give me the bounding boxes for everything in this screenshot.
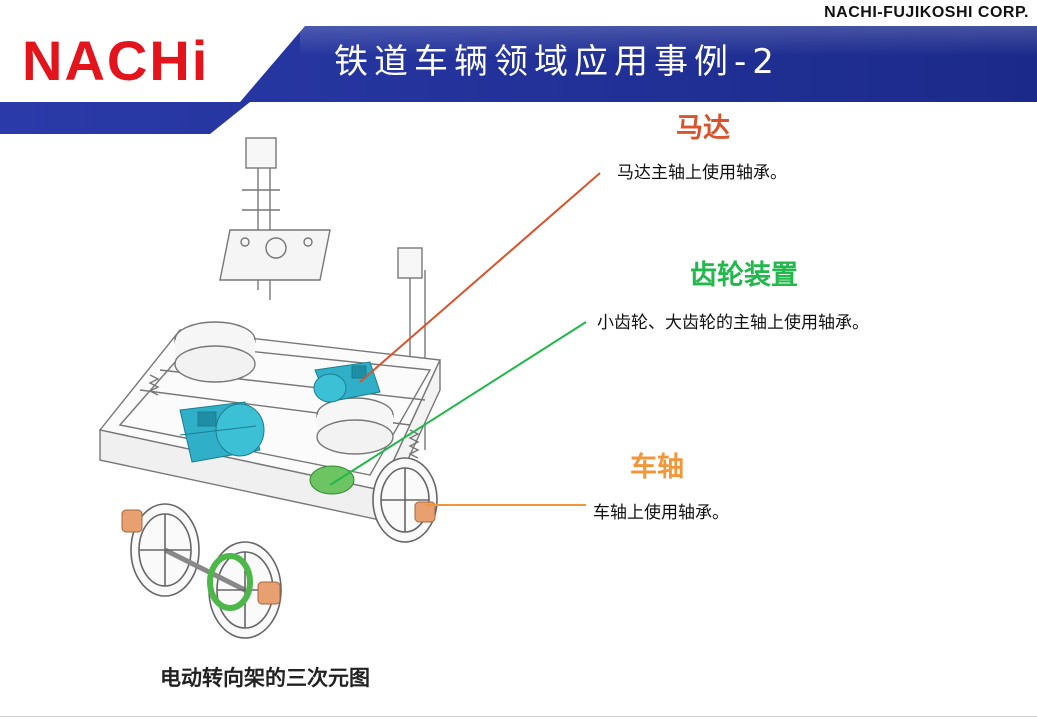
title-banner	[0, 26, 1037, 134]
gear-callout-heading: 齿轮装置	[690, 260, 798, 291]
gear-leader-line	[329, 321, 587, 486]
bogie-3d-diagram	[98, 137, 442, 639]
motor-leader-line	[359, 172, 601, 383]
footer-divider	[0, 716, 1037, 717]
diagram-caption: 电动转向架的三次元图	[160, 666, 370, 690]
motor-callout-heading: 马达	[676, 113, 730, 144]
axle-callout-text: 车轴上使用轴承。	[593, 503, 729, 523]
page-title: 铁道车辆领域应用事例-2	[334, 42, 780, 82]
gear-callout-text: 小齿轮、大齿轮的主轴上使用轴承。	[597, 313, 869, 333]
corp-name: NACHI-FUJIKOSHI CORP.	[824, 4, 1029, 21]
axle-callout-heading: 车轴	[630, 452, 684, 483]
motor-callout-text: 马达主轴上使用轴承。	[617, 163, 787, 183]
nachi-logo: NACHi	[22, 29, 210, 92]
motor-highlight	[313, 361, 381, 403]
